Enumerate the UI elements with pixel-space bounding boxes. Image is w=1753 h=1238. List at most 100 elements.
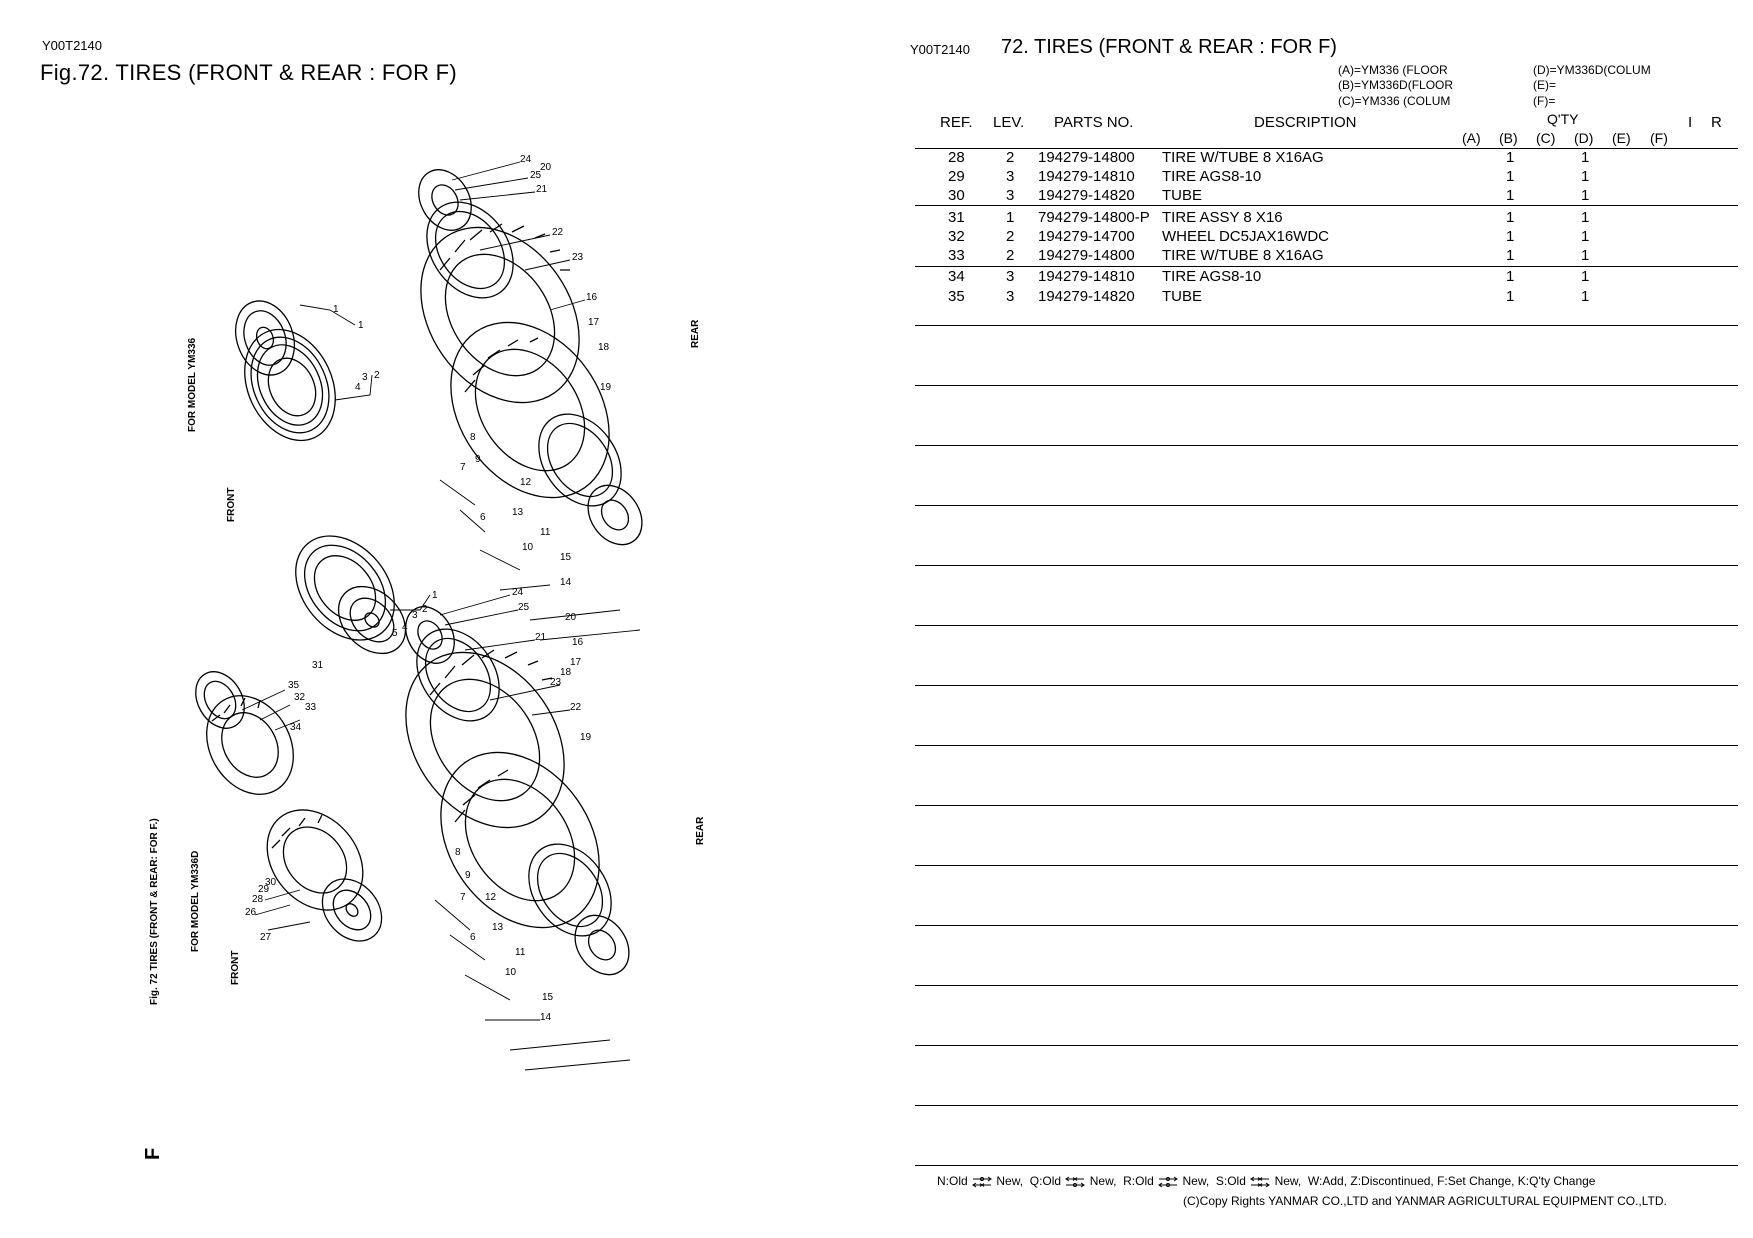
rule-line: [915, 805, 1738, 806]
cell-lev: 3: [1006, 268, 1015, 285]
svg-text:24: 24: [512, 587, 524, 598]
old-new-both-arrow-icon: [972, 1176, 992, 1188]
rule-line: [915, 325, 1738, 326]
rule-line: [915, 565, 1738, 566]
front-tire-ym336-b: [295, 535, 395, 641]
cell-lev: 3: [1006, 168, 1015, 185]
cell-parts-no: 194279-14800: [1038, 247, 1135, 264]
svg-text:1: 1: [333, 304, 339, 315]
header-qty: Q'TY: [1547, 111, 1579, 127]
svg-text:16: 16: [572, 637, 584, 648]
svg-text:14: 14: [540, 1012, 552, 1023]
header-i: I: [1688, 114, 1693, 131]
svg-text:35: 35: [288, 680, 300, 691]
svg-text:10: 10: [522, 542, 534, 553]
legend-r: R:Old: [1123, 1174, 1154, 1188]
svg-text:19: 19: [580, 732, 592, 743]
rear-tire-bottom-1: [405, 649, 565, 829]
cell-ref: 33: [948, 247, 965, 264]
legend-rest: W:Add, Z:Discontinued, F:Set Change, K:Q…: [1307, 1174, 1596, 1188]
old-new-reverse-arrow-icon: [1158, 1176, 1179, 1188]
header-ref: REF.: [940, 114, 973, 131]
cell-parts-no: 194279-14820: [1038, 187, 1135, 204]
cell-qty-d: 1: [1581, 187, 1590, 204]
svg-text:13: 13: [492, 922, 504, 933]
cell-qty-b: 1: [1506, 228, 1515, 245]
header-qty-d: (D): [1574, 130, 1594, 146]
cell-ref: 30: [948, 187, 965, 204]
cell-description: TIRE AGS8-10: [1162, 268, 1262, 285]
header-qty-e: (E): [1612, 130, 1631, 146]
svg-text:31: 31: [312, 660, 324, 671]
old-new-one-way-arrow-icon: [1065, 1176, 1086, 1188]
legend-q: Q:Old: [1029, 1174, 1062, 1188]
cell-ref: 29: [948, 168, 965, 185]
legend-line: N:Old New, Q:Old New, R:Old New, S:Old N…: [937, 1174, 1595, 1188]
header-qty-c: (C): [1536, 130, 1556, 146]
svg-text:21: 21: [536, 184, 548, 195]
cell-qty-d: 1: [1581, 149, 1590, 166]
svg-text:8: 8: [455, 847, 461, 858]
front-rim-ym336d-bottom: [321, 878, 383, 942]
svg-text:18: 18: [598, 342, 610, 353]
model-d: (D)=YM336D(COLUM: [1533, 63, 1651, 77]
rear-rim-bottom-2: [528, 843, 612, 937]
svg-text:13: 13: [512, 507, 524, 518]
svg-text:12: 12: [485, 892, 497, 903]
svg-text:12: 12: [520, 477, 532, 488]
cell-qty-b: 1: [1506, 187, 1515, 204]
cell-qty-d: 1: [1581, 247, 1590, 264]
svg-text:17: 17: [570, 657, 582, 668]
svg-text:15: 15: [542, 992, 554, 1003]
cell-description: TIRE W/TUBE 8 X16AG: [1162, 149, 1324, 166]
cell-lev: 2: [1006, 247, 1015, 264]
rear-hub-bottom: [405, 606, 455, 664]
cell-lev: 3: [1006, 187, 1015, 204]
front-tire-ym336: [244, 328, 336, 442]
svg-text:32: 32: [294, 692, 306, 703]
cell-qty-d: 1: [1581, 268, 1590, 285]
cell-lev: 2: [1006, 228, 1015, 245]
corner-letter: F: [142, 1147, 164, 1160]
cell-ref: 35: [948, 288, 965, 305]
svg-text:9: 9: [475, 454, 481, 465]
header-r: R: [1711, 114, 1722, 131]
front-tire-ym336d-bottom: [266, 809, 364, 911]
svg-text:23: 23: [550, 677, 562, 688]
legend-q-new: New,: [1089, 1174, 1117, 1188]
header-qty-f: (F): [1650, 130, 1668, 146]
rule-line: [915, 625, 1738, 626]
svg-text:8: 8: [470, 432, 476, 443]
svg-text:3: 3: [362, 372, 368, 383]
svg-text:28: 28: [252, 894, 264, 905]
cell-ref: 32: [948, 228, 965, 245]
svg-text:4: 4: [402, 622, 408, 633]
svg-text:21: 21: [535, 632, 547, 643]
svg-text:11: 11: [515, 947, 526, 958]
cell-description: TIRE AGS8-10: [1162, 168, 1262, 185]
rule-line: [915, 505, 1738, 506]
cell-parts-no: 194279-14800: [1038, 149, 1135, 166]
svg-text:6: 6: [480, 512, 486, 523]
svg-text:3: 3: [412, 610, 418, 621]
group-rule: [915, 266, 1738, 267]
cell-qty-d: 1: [1581, 288, 1590, 305]
svg-text:1: 1: [432, 590, 438, 601]
group-rule: [915, 205, 1738, 206]
cell-description: TUBE: [1162, 187, 1203, 204]
legend-n: N:Old: [937, 1174, 968, 1188]
svg-text:17: 17: [588, 317, 600, 328]
right-page-title: 72. TIRES (FRONT & REAR : FOR F): [1001, 36, 1337, 58]
cell-description: TIRE ASSY 8 X16: [1162, 209, 1283, 226]
svg-text:24: 24: [520, 154, 532, 165]
front-wheel-rim-ym336: [235, 300, 295, 376]
cell-parts-no: 194279-14820: [1038, 288, 1135, 305]
cell-parts-no: 194279-14810: [1038, 268, 1135, 285]
svg-text:4: 4: [355, 382, 361, 393]
svg-text:6: 6: [470, 932, 476, 943]
svg-text:14: 14: [560, 577, 572, 588]
rear-tire-bottom-2: [440, 751, 600, 929]
svg-text:22: 22: [570, 702, 582, 713]
cell-description: TUBE: [1162, 288, 1203, 305]
